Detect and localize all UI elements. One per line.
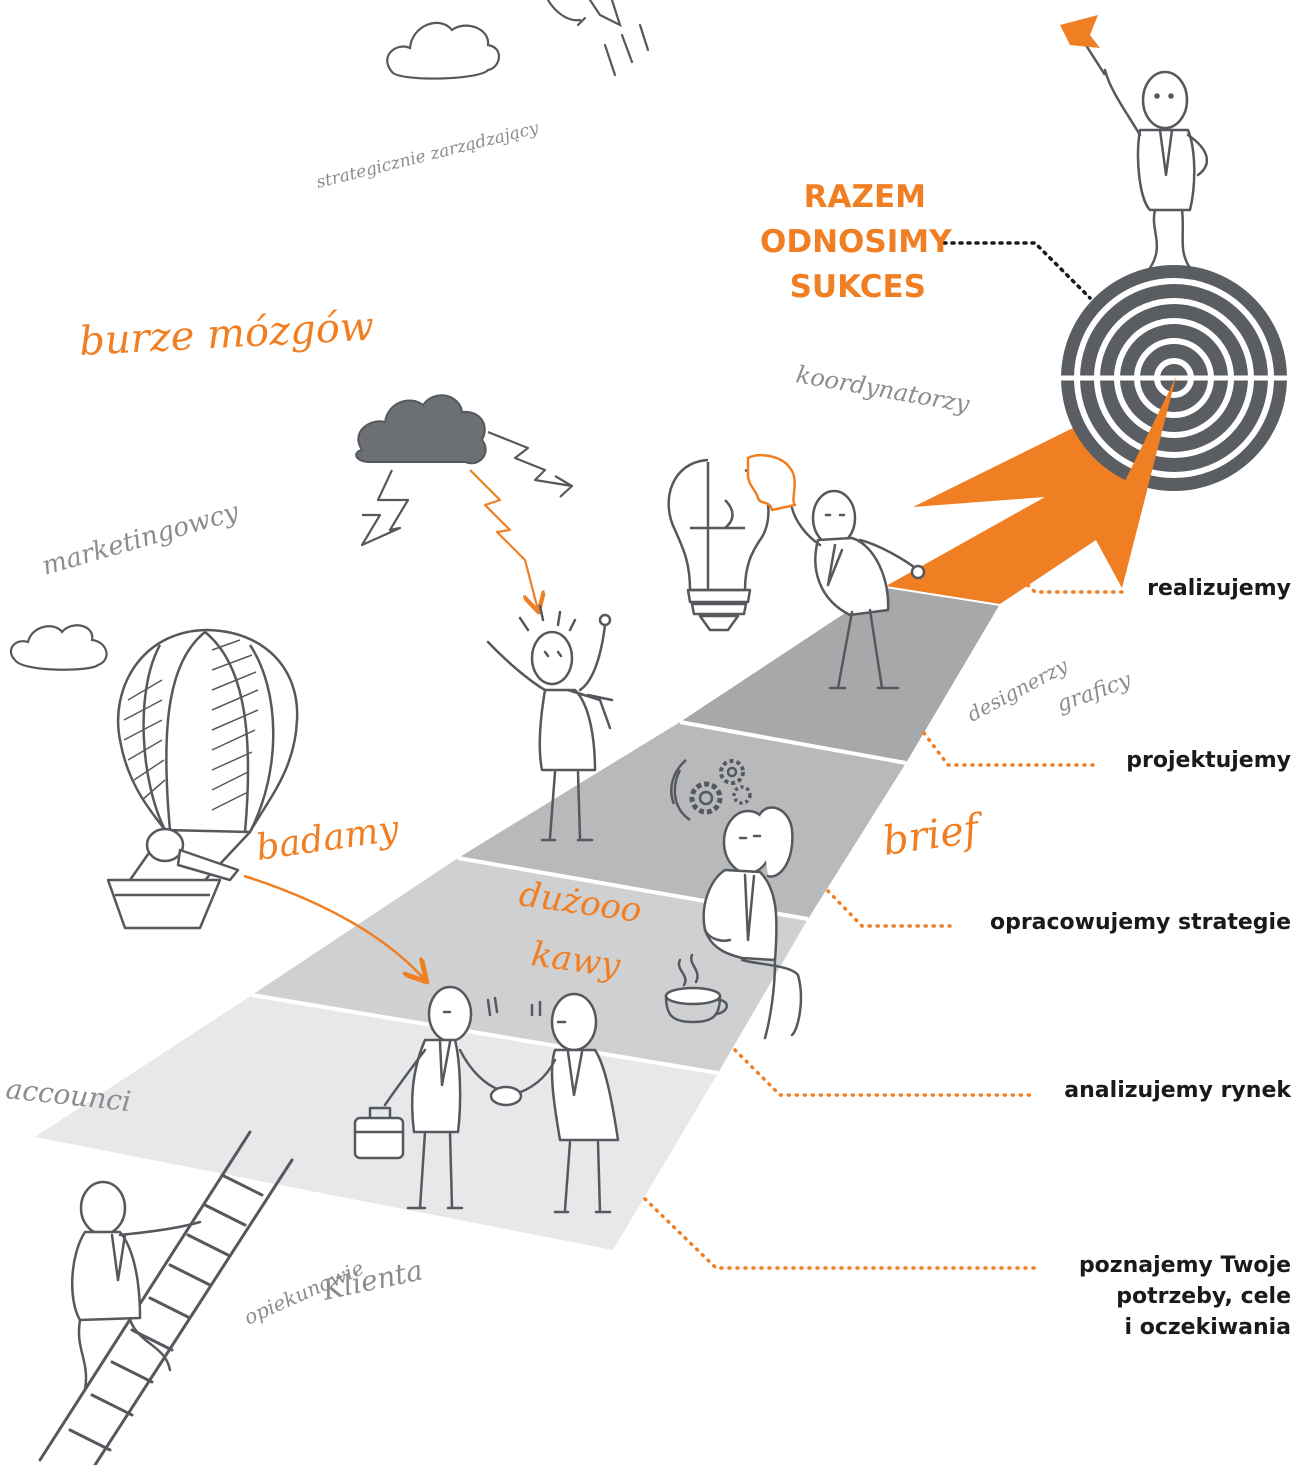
hot-air-balloon-icon <box>106 628 299 930</box>
headline-line-1: RAZEM <box>803 179 926 215</box>
step-2-band <box>252 858 808 1073</box>
step-label-needs-line-3: i oczekiwania <box>1124 1315 1291 1340</box>
ladder-icon <box>38 1130 294 1465</box>
flag-icon <box>1060 15 1107 76</box>
annotation-brief: brief <box>880 805 988 865</box>
cloud-icon <box>386 21 500 80</box>
annotation-marketers: marketingowcy <box>39 497 243 582</box>
idea-figure <box>486 604 614 842</box>
annotation-coordinators: koordynatorzy <box>794 360 972 418</box>
builder-figure <box>790 489 926 690</box>
headline: RAZEM ODNOSIMY SUKCES <box>760 175 952 310</box>
cloud-icon <box>9 624 108 671</box>
annotation-strategic: strategicznie zarządzający <box>314 118 541 193</box>
annotation-designers: designerzy <box>963 653 1072 726</box>
annotation-client: Klienta <box>319 1253 426 1307</box>
headline-line-2: ODNOSIMY <box>760 224 952 260</box>
step-connectors <box>643 572 1127 1270</box>
rocket-icon <box>546 0 650 77</box>
step-label-market: analizujemy rynek <box>1064 1078 1291 1103</box>
step-label-needs: poznajemy Twoje potrzeby, cele i oczekiw… <box>1079 1250 1291 1343</box>
thinking-figure <box>702 806 803 1040</box>
gears-icon <box>670 759 752 822</box>
step-label-projektujemy: projektujemy <box>1126 748 1291 773</box>
climber-figure <box>71 1180 202 1392</box>
step-label-realizujemy: realizujemy <box>1147 576 1291 601</box>
annotation-accounts: accounci <box>4 1072 132 1118</box>
research-arrow <box>243 874 425 980</box>
step-3-band <box>458 722 906 919</box>
lightning-icon <box>360 430 574 610</box>
annotation-brainstorm: burze mózgów <box>78 304 375 365</box>
lightbulb-puzzle-icon <box>667 454 797 632</box>
leader-figure <box>1103 68 1209 270</box>
headline-line-3: SUKCES <box>789 269 926 305</box>
coffee-cup-icon <box>664 953 728 1024</box>
step-label-needs-line-1: poznajemy Twoje <box>1078 1253 1291 1278</box>
headline-connector <box>942 241 1092 300</box>
annotation-research: badamy <box>254 808 402 869</box>
briefcase-icon <box>353 1106 405 1160</box>
step-label-needs-line-2: potrzeby, cele <box>1116 1284 1291 1309</box>
target-icon <box>1061 265 1287 491</box>
handshake-figures <box>383 985 620 1214</box>
storm-cloud-icon <box>355 394 487 465</box>
step-label-strategy: opracowujemy strategie <box>989 910 1291 935</box>
